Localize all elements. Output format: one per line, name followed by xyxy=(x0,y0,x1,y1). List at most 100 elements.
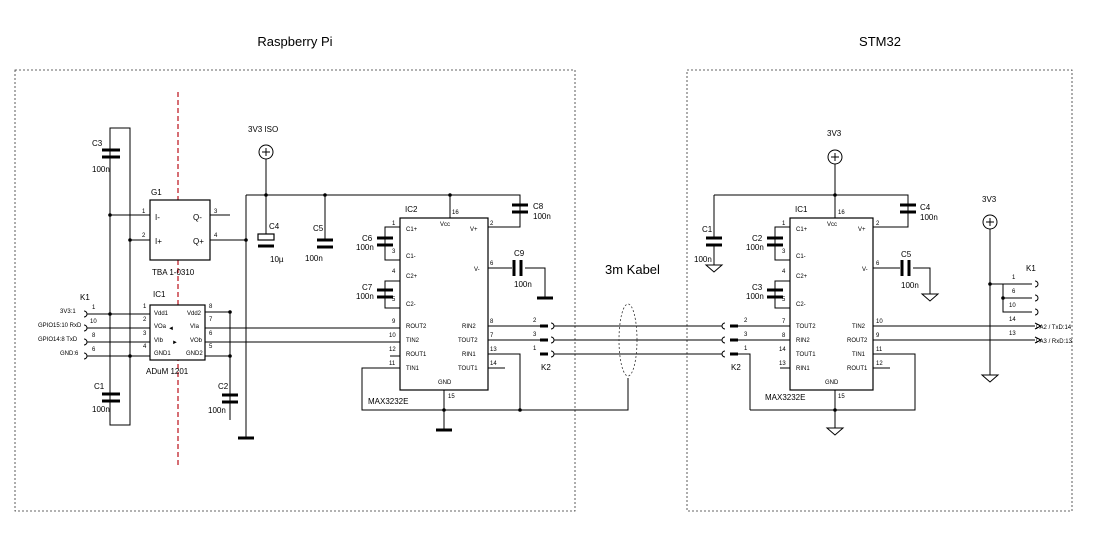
capacitor-c5-left: C5 100n xyxy=(305,224,333,263)
svg-text:1: 1 xyxy=(142,209,146,215)
svg-text:C4: C4 xyxy=(920,203,931,212)
svg-text:7: 7 xyxy=(209,317,213,323)
capacitor-c7-left: C7 100n xyxy=(356,283,393,301)
raspberry-pi-frame xyxy=(14,69,576,512)
svg-text:6: 6 xyxy=(209,331,213,337)
k2-right-connector: 2 3 1 K2 xyxy=(721,318,748,372)
svg-text:C1+: C1+ xyxy=(406,227,418,233)
svg-text:1: 1 xyxy=(92,305,96,311)
svg-text:4: 4 xyxy=(392,269,396,275)
svg-text:9: 9 xyxy=(392,319,396,325)
svg-text:1: 1 xyxy=(533,346,537,352)
capacitor-c2-left: C2 100n xyxy=(208,382,238,415)
svg-text:3: 3 xyxy=(214,209,218,215)
svg-text:Q-: Q- xyxy=(193,213,202,222)
k1-raspberry-header: K1 3V3:1 GPIO15:10 RxD GPIO14:8 TxD GND:… xyxy=(38,293,97,360)
svg-text:10µ: 10µ xyxy=(270,255,284,264)
svg-text:RIN2: RIN2 xyxy=(462,324,476,330)
svg-text:C2+: C2+ xyxy=(796,274,808,280)
svg-text:Vcc: Vcc xyxy=(440,222,450,228)
svg-text:14: 14 xyxy=(490,361,497,367)
k1-stm32-header: K1 1 6 10 14 13 PA2 / TxD:14 PA3 / RxD:1… xyxy=(1009,264,1073,345)
svg-text:13: 13 xyxy=(779,361,786,367)
svg-text:C3: C3 xyxy=(752,283,763,292)
svg-text:7: 7 xyxy=(782,319,786,325)
cable-label: 3m Kabel xyxy=(605,262,660,277)
svg-text:13: 13 xyxy=(490,347,497,353)
svg-text:I-: I- xyxy=(155,213,160,222)
svg-text:10: 10 xyxy=(389,333,396,339)
svg-text:2: 2 xyxy=(142,233,146,239)
svg-text:100n: 100n xyxy=(208,406,226,415)
capacitor-c5-right: C5 100n xyxy=(900,250,919,290)
svg-text:8: 8 xyxy=(490,319,494,325)
svg-text:C2-: C2- xyxy=(406,302,416,308)
svg-text:100n: 100n xyxy=(901,281,919,290)
svg-text:IC1: IC1 xyxy=(153,290,166,299)
svg-text:6: 6 xyxy=(490,261,494,267)
svg-text:C8: C8 xyxy=(533,202,544,211)
svg-text:4: 4 xyxy=(143,344,147,350)
capacitor-c1-left: C1 100n xyxy=(92,382,120,414)
svg-text:V+: V+ xyxy=(470,227,478,233)
svg-text:►: ► xyxy=(172,340,178,346)
svg-text:K2: K2 xyxy=(541,363,551,372)
svg-text:PA3 / RxD:13: PA3 / RxD:13 xyxy=(1036,339,1073,345)
svg-text:TIN2: TIN2 xyxy=(406,338,420,344)
svg-text:15: 15 xyxy=(448,394,455,400)
svg-text:C7: C7 xyxy=(362,283,373,292)
svg-text:C1+: C1+ xyxy=(796,227,808,233)
ic1-max3232e-right: IC1 MAX3232E Vcc GND 16 15 C1+ C1- C2+ C… xyxy=(765,205,883,402)
svg-text:GND2: GND2 xyxy=(186,351,203,357)
svg-text:2: 2 xyxy=(744,318,748,324)
svg-text:VOa: VOa xyxy=(154,324,167,330)
capacitor-c6-left: C6 100n xyxy=(356,234,393,252)
capacitor-c3-left: C3 100n xyxy=(92,139,120,174)
svg-text:3: 3 xyxy=(392,249,396,255)
capacitor-c1-right: C1 100n xyxy=(694,225,722,264)
svg-text:3V3:1: 3V3:1 xyxy=(60,309,76,315)
capacitor-c3-right: C3 100n xyxy=(746,283,783,301)
svg-text:100n: 100n xyxy=(356,243,374,252)
svg-text:RIN1: RIN1 xyxy=(462,352,476,358)
svg-text:7: 7 xyxy=(490,333,494,339)
svg-text:16: 16 xyxy=(452,210,459,216)
svg-text:3: 3 xyxy=(744,332,748,338)
svg-text:C2+: C2+ xyxy=(406,274,418,280)
svg-text:V+: V+ xyxy=(858,227,866,233)
svg-text:3: 3 xyxy=(533,332,537,338)
svg-text:ROUT1: ROUT1 xyxy=(406,352,427,358)
svg-text:6: 6 xyxy=(1012,289,1016,295)
svg-text:Vdd1: Vdd1 xyxy=(154,311,169,317)
ic2-max3232e: IC2 MAX3232E Vcc GND 16 15 C1+ C1- C2+ C… xyxy=(368,205,497,406)
svg-text:14: 14 xyxy=(1009,317,1016,323)
svg-text:6: 6 xyxy=(92,347,96,353)
section-title-right: STM32 xyxy=(859,34,901,49)
svg-text:C5: C5 xyxy=(901,250,912,259)
section-title-left: Raspberry Pi xyxy=(257,34,332,49)
svg-text:TOUT2: TOUT2 xyxy=(796,324,816,330)
ic1-adum1201: IC1 ADuM 1201 Vdd1 VOa VIb GND1 Vdd2 VIa… xyxy=(143,290,213,376)
svg-text:ROUT2: ROUT2 xyxy=(847,338,868,344)
left-supply-rail xyxy=(109,127,131,426)
k2-left-connector: 2 3 1 K2 xyxy=(533,318,555,372)
svg-text:TOUT2: TOUT2 xyxy=(458,338,478,344)
svg-text:10: 10 xyxy=(90,319,97,325)
svg-text:TOUT1: TOUT1 xyxy=(458,366,478,372)
svg-text:3: 3 xyxy=(143,331,147,337)
svg-text:GND1: GND1 xyxy=(154,351,171,357)
svg-text:9: 9 xyxy=(876,333,880,339)
svg-text:GND:6: GND:6 xyxy=(60,351,79,357)
svg-text:1: 1 xyxy=(143,304,147,310)
svg-text:100n: 100n xyxy=(694,255,712,264)
svg-text:C2-: C2- xyxy=(796,302,806,308)
svg-text:C1-: C1- xyxy=(406,254,416,260)
svg-text:10: 10 xyxy=(876,319,883,325)
svg-text:Q+: Q+ xyxy=(193,237,204,246)
svg-text:◄: ◄ xyxy=(168,326,174,332)
svg-text:MAX3232E: MAX3232E xyxy=(368,397,408,406)
svg-text:G1: G1 xyxy=(151,188,162,197)
svg-text:2: 2 xyxy=(533,318,537,324)
cable-shield xyxy=(618,303,638,377)
svg-text:5: 5 xyxy=(392,297,396,303)
